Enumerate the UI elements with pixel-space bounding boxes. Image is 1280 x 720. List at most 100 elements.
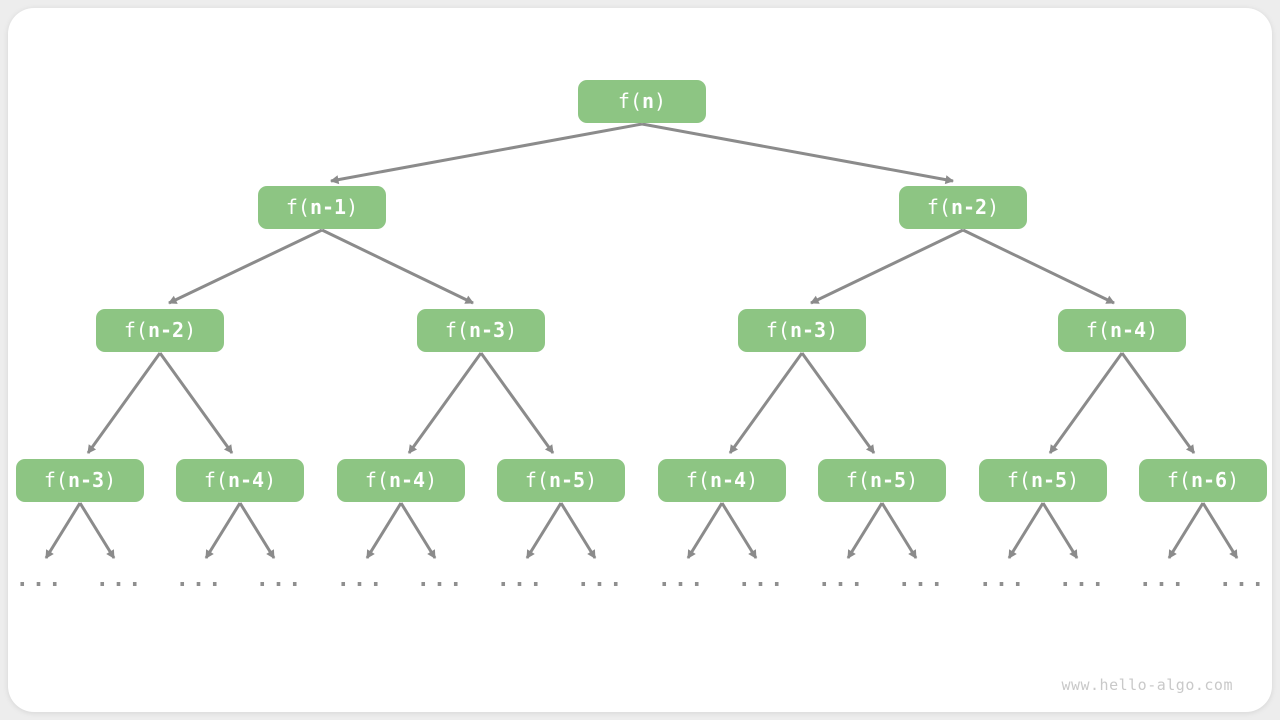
node-label-var: n-6 xyxy=(1190,468,1228,492)
node-label-pre: f( xyxy=(1006,468,1031,492)
tree-node: f(n-2) xyxy=(899,186,1027,229)
edge-arrow xyxy=(78,502,116,559)
watermark-text: www.hello-algo.com xyxy=(1061,676,1233,694)
edge-arrow xyxy=(1201,502,1239,559)
tree-node: f(n-4) xyxy=(658,459,786,502)
node-label-var: n-4 xyxy=(388,468,426,492)
edge-arrow xyxy=(204,502,242,559)
edge-arrow xyxy=(399,502,437,559)
edge-arrow xyxy=(321,228,474,305)
tree-node: f(n-5) xyxy=(979,459,1107,502)
ellipsis: ... xyxy=(1218,567,1268,592)
node-label-pre: f( xyxy=(43,468,68,492)
edge-arrow xyxy=(86,352,162,454)
ellipsis: ... xyxy=(1138,567,1188,592)
node-label-var: n-4 xyxy=(1109,318,1147,342)
node-label-var: n xyxy=(642,89,655,113)
node-label-post: ) xyxy=(184,318,197,342)
tree-node: f(n-4) xyxy=(337,459,465,502)
edge-arrow xyxy=(559,502,597,559)
node-label-post: ) xyxy=(264,468,277,492)
edge-arrow xyxy=(728,352,804,454)
tree-node: f(n-6) xyxy=(1139,459,1267,502)
node-label-pre: f( xyxy=(444,318,469,342)
tree-node: f(n-4) xyxy=(1058,309,1186,352)
tree-node: f(n-4) xyxy=(176,459,304,502)
ellipsis: ... xyxy=(95,567,145,592)
node-label-pre: f( xyxy=(1166,468,1191,492)
ellipsis: ... xyxy=(576,567,626,592)
node-label-post: ) xyxy=(1227,468,1240,492)
edge-arrow xyxy=(1048,352,1124,454)
node-label-pre: f( xyxy=(203,468,228,492)
ellipsis: ... xyxy=(496,567,546,592)
edge-arrow xyxy=(880,502,918,559)
node-label-var: n-5 xyxy=(548,468,586,492)
edge-arrow xyxy=(962,228,1115,305)
node-label-var: n-5 xyxy=(1030,468,1068,492)
node-label-var: n-3 xyxy=(789,318,827,342)
ellipsis: ... xyxy=(416,567,466,592)
node-label-post: ) xyxy=(585,468,598,492)
ellipsis: ... xyxy=(175,567,225,592)
ellipsis: ... xyxy=(336,567,386,592)
node-label-post: ) xyxy=(425,468,438,492)
node-label-var: n-1 xyxy=(309,195,347,219)
edge-arrow xyxy=(168,228,323,305)
ellipsis: ... xyxy=(1058,567,1108,592)
node-label-post: ) xyxy=(104,468,117,492)
node-label-post: ) xyxy=(1146,318,1159,342)
edge-arrow xyxy=(1167,502,1205,559)
edge-arrow xyxy=(846,502,884,559)
edge-arrow xyxy=(525,502,563,559)
node-label-var: n-2 xyxy=(147,318,185,342)
edge-arrow xyxy=(1120,352,1196,454)
node-label-post: ) xyxy=(1067,468,1080,492)
tree-node: f(n-3) xyxy=(417,309,545,352)
node-label-pre: f( xyxy=(285,195,310,219)
tree-node: f(n-2) xyxy=(96,309,224,352)
edge-arrow xyxy=(407,352,483,454)
node-label-var: n-2 xyxy=(950,195,988,219)
ellipsis: ... xyxy=(897,567,947,592)
ellipsis: ... xyxy=(15,567,65,592)
node-label-pre: f( xyxy=(617,89,642,113)
tree-node: f(n-3) xyxy=(738,309,866,352)
node-label-var: n-3 xyxy=(67,468,105,492)
edge-arrow xyxy=(330,122,643,185)
node-label-post: ) xyxy=(987,195,1000,219)
node-label-pre: f( xyxy=(524,468,549,492)
node-label-var: n-3 xyxy=(468,318,506,342)
ellipsis: ... xyxy=(817,567,867,592)
edge-group xyxy=(44,122,1239,559)
ellipsis: ... xyxy=(978,567,1028,592)
tree-node-root: f(n) xyxy=(578,80,706,123)
edge-arrow xyxy=(686,502,724,559)
edge-arrow xyxy=(1041,502,1079,559)
node-label-pre: f( xyxy=(845,468,870,492)
node-label-pre: f( xyxy=(765,318,790,342)
edge-arrow xyxy=(44,502,82,559)
node-label-post: ) xyxy=(505,318,518,342)
node-label-pre: f( xyxy=(926,195,951,219)
tree-node: f(n-1) xyxy=(258,186,386,229)
edge-arrow xyxy=(720,502,758,559)
tree-node: f(n-5) xyxy=(818,459,946,502)
node-label-pre: f( xyxy=(364,468,389,492)
ellipsis: ... xyxy=(737,567,787,592)
node-label-post: ) xyxy=(826,318,839,342)
edge-arrow xyxy=(479,352,555,454)
edge-arrow xyxy=(365,502,403,559)
tree-node: f(n-3) xyxy=(16,459,144,502)
node-label-var: n-5 xyxy=(869,468,907,492)
ellipsis: ... xyxy=(255,567,305,592)
edge-arrow xyxy=(800,352,876,454)
ellipsis: ... xyxy=(657,567,707,592)
node-label-pre: f( xyxy=(685,468,710,492)
node-label-pre: f( xyxy=(123,318,148,342)
node-label-var: n-4 xyxy=(709,468,747,492)
node-label-pre: f( xyxy=(1085,318,1110,342)
node-label-post: ) xyxy=(746,468,759,492)
